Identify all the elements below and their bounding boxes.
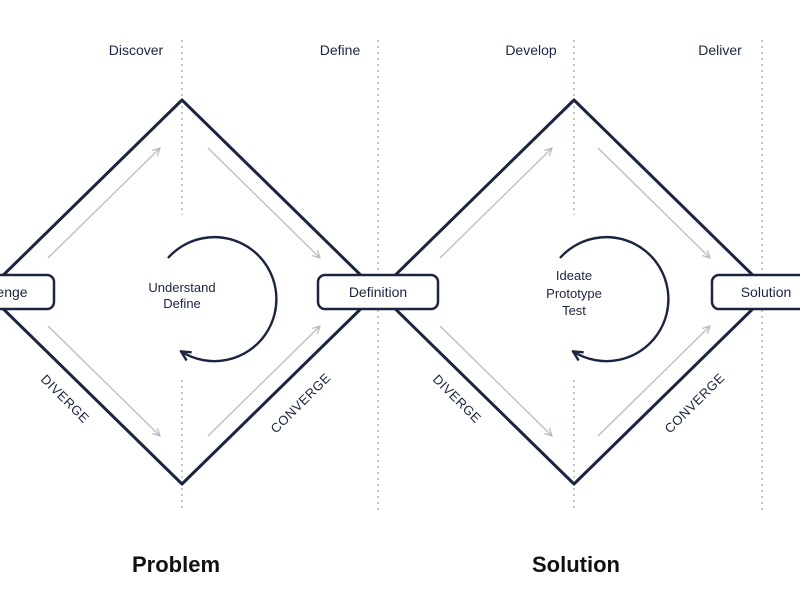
phase-dividers (181, 40, 763, 510)
phase-label-develop: Develop (505, 42, 557, 58)
definition-node: Definition (316, 273, 440, 311)
start-node-box (0, 273, 56, 311)
arrow-diverge-up-left (47, 148, 160, 259)
solution-cycle-arrow-icon (559, 235, 670, 363)
problem-diamond (0, 98, 380, 486)
section-title-solution: Solution (532, 552, 620, 577)
solution-center-line-1: Ideate (556, 268, 592, 283)
phase-label-define: Define (320, 42, 361, 58)
solution-center-line-2: Prototype (546, 286, 602, 301)
problem-cycle-arrow-icon (167, 235, 278, 363)
solution-node-label: Solution (741, 284, 792, 300)
arrow-converge-down-left (207, 147, 320, 258)
phase-label-discover: Discover (109, 42, 164, 58)
arrow-converge-up-right (597, 326, 710, 437)
arrow-converge-up-left (207, 326, 320, 437)
start-node-label: enge (0, 284, 28, 300)
edge-label-left-converge: CONVERGE (268, 370, 334, 436)
solution-node-box (710, 273, 800, 311)
section-title-problem: Problem (132, 552, 220, 577)
arrow-diverge-down-right (439, 325, 552, 436)
problem-center-line-2: Define (163, 296, 201, 311)
phase-label-deliver: Deliver (698, 42, 742, 58)
problem-flow-arrows (47, 147, 320, 437)
solution-flow-arrows (439, 147, 710, 437)
solution-node: Solution (710, 273, 800, 311)
start-node: enge (0, 273, 56, 311)
solution-diamond (376, 98, 772, 486)
arrow-diverge-down-left (47, 325, 160, 436)
arrow-diverge-up-right (439, 148, 552, 259)
edge-label-left-diverge: DIVERGE (38, 372, 92, 426)
solution-center-line-3: Test (562, 303, 586, 318)
edge-label-right-converge: CONVERGE (662, 370, 728, 436)
arrow-converge-down-right (597, 147, 710, 258)
definition-node-box (316, 273, 440, 311)
problem-center-line-1: Understand (148, 280, 215, 295)
definition-node-label: Definition (349, 284, 407, 300)
edge-label-right-diverge: DIVERGE (430, 372, 484, 426)
